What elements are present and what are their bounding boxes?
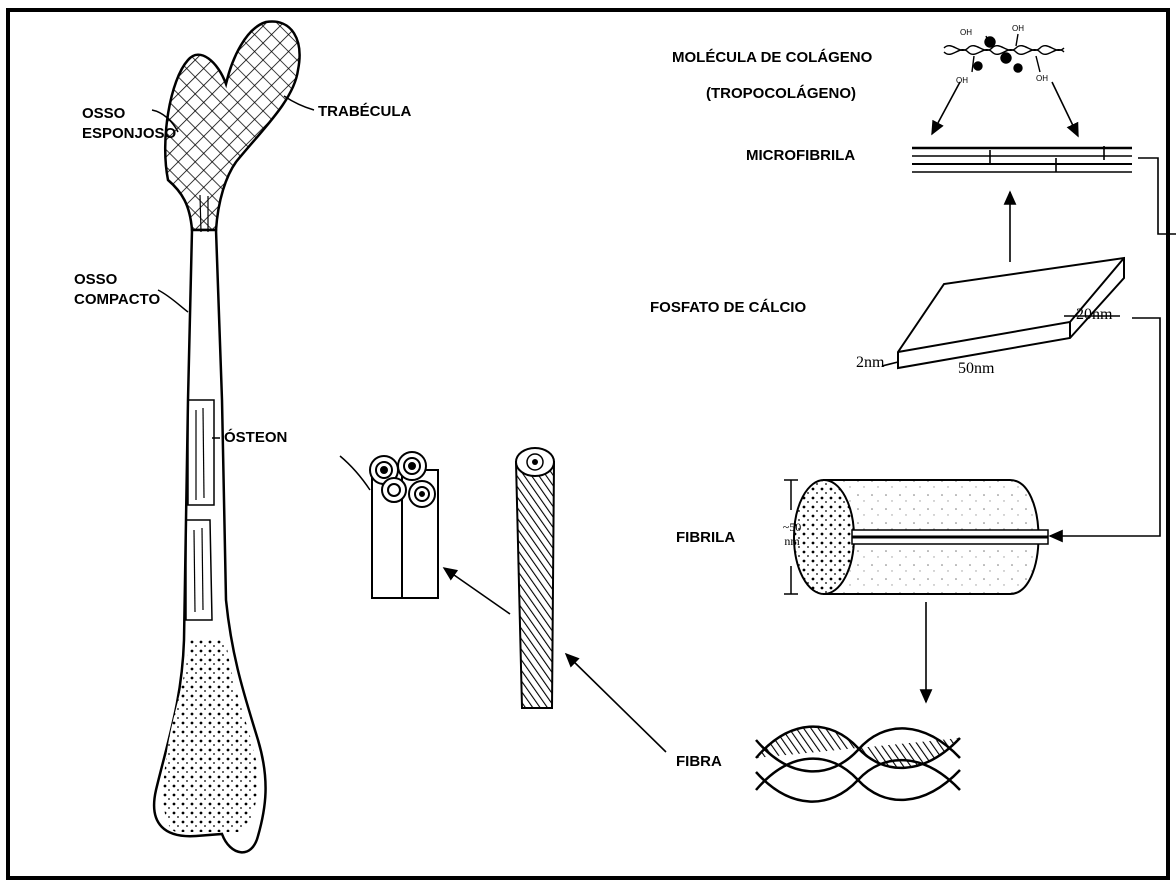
fibril-drawing: [784, 480, 1048, 594]
dimension-fibril-diameter: ~50 nm: [778, 520, 806, 548]
oh-group-3: OH: [956, 76, 968, 85]
label-osteon: ÓSTEON: [224, 428, 287, 448]
label-tropocolageno: (TROPOCOLÁGENO): [706, 84, 856, 104]
dimension-2nm: 2nm: [856, 354, 884, 372]
dimension-50nm: 50nm: [958, 360, 994, 378]
label-trabecula: TRABÉCULA: [318, 102, 411, 122]
oh-group-2: OH: [1012, 24, 1024, 33]
label-fibrila: FIBRILA: [676, 528, 735, 548]
dimension-fibril-unit: nm: [784, 534, 799, 548]
collagen-molecule-drawing: [944, 34, 1064, 72]
label-osso-esponjoso-line2: ESPONJOSO: [82, 124, 176, 144]
label-microfibrila: MICROFIBRILA: [746, 146, 855, 166]
dimension-20nm: 20nm: [1076, 306, 1112, 324]
oh-group-1: OH: [960, 28, 972, 37]
label-fosfato-calcio: FOSFATO DE CÁLCIO: [650, 298, 806, 318]
microfibril-drawing: [912, 146, 1132, 172]
label-osso-compacto-line2: COMPACTO: [74, 290, 160, 310]
label-fibra: FIBRA: [676, 752, 722, 772]
label-molecula-colageno: MOLÉCULA DE COLÁGENO: [672, 48, 872, 68]
osteon-lamellae-drawing: [516, 448, 554, 708]
oh-group-4: OH: [1036, 74, 1048, 83]
femur-proximal-end: [165, 22, 299, 230]
flow-arrows: [444, 82, 1176, 752]
dimension-fibril-value: ~50: [783, 520, 802, 534]
osteon-bundle-drawing: [370, 452, 438, 598]
fiber-drawing: [756, 727, 960, 802]
label-osso-esponjoso-line1: OSSO: [82, 104, 125, 124]
label-osso-compacto-line1: OSSO: [74, 270, 117, 290]
